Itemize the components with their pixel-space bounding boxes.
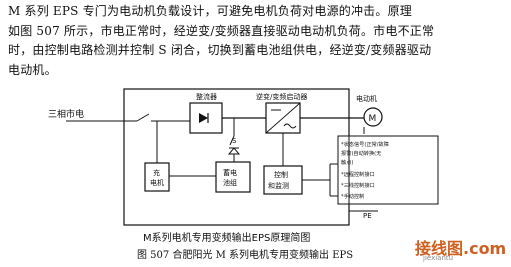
motor-symbol: M	[369, 114, 377, 124]
figure-title: M系列电机专用变频输出EPS原理简图	[143, 233, 311, 244]
paragraph-line-1: M 系列 EPS 专门为电动机负载设计，可避免电机负荷对电源的冲击。原理	[8, 4, 412, 18]
switch-label: S	[232, 137, 237, 145]
diode-icon	[199, 113, 208, 123]
watermark-brand: 接线图.com	[415, 239, 507, 258]
battery-block	[215, 161, 251, 193]
control-label-2: 和监测	[268, 181, 289, 190]
rectifier-label: 整流器	[196, 92, 217, 101]
watermark-url: jiexiantu	[423, 254, 454, 262]
charger-label-2: 电机	[150, 178, 164, 187]
legend-line-2: 报警)自动转换(无	[341, 149, 381, 157]
interface-legend-box	[337, 135, 439, 205]
legend-line-3: 触点)	[341, 158, 353, 166]
figure-caption: 图 507 合肥阳光 M 系列电机专用变频输出 EPS	[137, 250, 354, 261]
paragraph-line-4: 电动机。	[8, 62, 57, 77]
paragraph-line-2: 如图 507 所示，市电正常时，经逆变/变频器直接驱动电动机负荷。市电不正常	[8, 23, 435, 38]
switch-s	[229, 135, 235, 146]
inverter-label: 逆变/变频启动器	[256, 92, 307, 101]
motor-label: 电动机	[356, 94, 377, 103]
charger-block	[144, 162, 170, 192]
control-label-1: 控制	[274, 170, 288, 179]
input-breaker	[136, 113, 150, 122]
legend-line-4: *远程控制接口	[341, 170, 375, 178]
eps-enclosure	[123, 88, 350, 226]
input-label: 三相市电	[48, 108, 84, 120]
paragraph-line-3: 时，由控制电路检测并控制 S 闭合，切换到蓄电池组供电，经逆变/变频器驱动	[8, 43, 432, 57]
legend-line-5: *三线控制接口	[341, 181, 375, 189]
description-paragraph: M 系列 EPS 专门为电动机负载设计，可避免电机负荷对电源的冲击。原理 如图 …	[8, 2, 508, 80]
charger-label-1: 充	[153, 168, 160, 177]
thyristor-icon	[227, 147, 241, 155]
battery-label-2: 池组	[223, 178, 237, 187]
inverter-diagonal	[265, 102, 301, 134]
legend-line-6: *手动控制	[341, 192, 364, 200]
watermark-logo: 接线图.com jiexiantu	[415, 235, 507, 265]
battery-label-1: 蓄电	[223, 168, 237, 177]
ac-wave-icon	[283, 123, 297, 129]
pe-label: PE	[363, 212, 372, 220]
motor-icon	[363, 107, 383, 127]
legend-line-1: *状态信号(正常/故障	[341, 140, 389, 148]
